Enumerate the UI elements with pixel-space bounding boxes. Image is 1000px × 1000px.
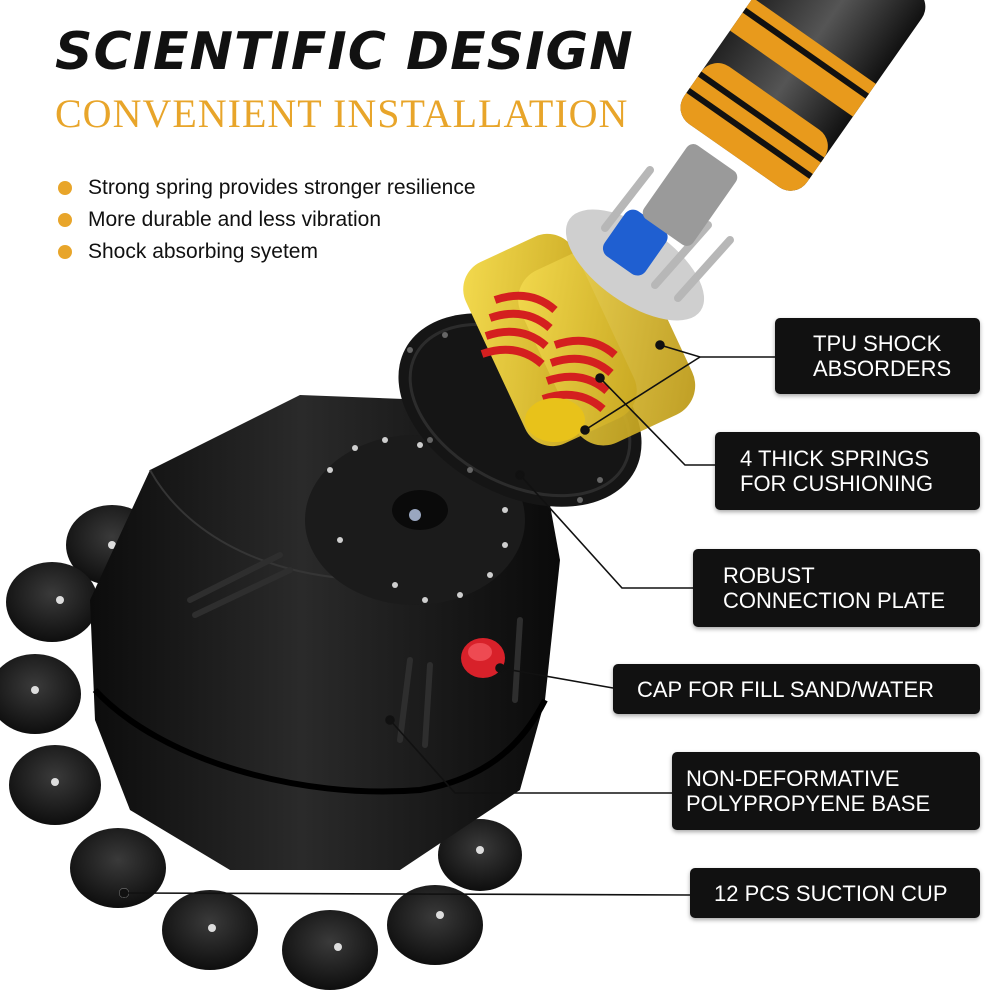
leader-suction <box>119 888 691 898</box>
suction-cup-2 <box>6 562 98 642</box>
callout-text: 12 PCS SUCTION CUP <box>714 880 948 906</box>
feature-text: Strong spring provides stronger resilien… <box>88 176 476 199</box>
pole-assembly <box>565 0 926 321</box>
suction-cup-9 <box>438 819 522 891</box>
suction-cup-4 <box>9 745 101 825</box>
feature-item: Strong spring provides stronger resilien… <box>58 172 476 204</box>
callout-polypropylene-base: NON-DEFORMATIVE POLYPROPYENE BASE <box>672 752 980 830</box>
callout-fill-cap: CAP FOR FILL SAND/WATER <box>613 664 980 714</box>
callout-text: NON-DEFORMATIVE POLYPROPYENE BASE <box>686 766 931 816</box>
feature-text: Shock absorbing syetem <box>88 240 318 263</box>
callout-leader-lines <box>119 340 775 898</box>
callout-tpu-shock-absorbers: TPU SHOCK ABSORDERS <box>775 318 980 394</box>
leader-tpu <box>580 340 775 435</box>
feature-list: Strong spring provides stronger resilien… <box>58 172 476 268</box>
page-subtitle: CONVENIENT INSTALLATION <box>55 91 629 136</box>
bullet-dot-icon <box>58 181 72 195</box>
feature-text: More durable and less vibration <box>88 208 381 231</box>
feature-item: Shock absorbing syetem <box>58 236 476 268</box>
bullet-dot-icon <box>58 213 72 227</box>
callout-connection-plate: ROBUST CONNECTION PLATE <box>693 549 980 627</box>
callout-text: CAP FOR FILL SAND/WATER <box>637 676 935 702</box>
callout-thick-springs: 4 THICK SPRINGS FOR CUSHIONING <box>715 432 980 510</box>
suction-cup-5 <box>70 828 166 908</box>
suction-cup-6 <box>162 890 258 970</box>
feature-item: More durable and less vibration <box>58 204 476 236</box>
leader-springs <box>595 373 715 466</box>
suction-cup-3 <box>0 654 81 734</box>
callout-suction-cups: 12 PCS SUCTION CUP <box>690 868 980 918</box>
suction-cup-7 <box>282 910 378 990</box>
leader-base <box>385 715 672 794</box>
callout-text: 4 THICK SPRINGS FOR CUSHIONING <box>740 446 934 496</box>
page-title: SCIENTIFIC DESIGN <box>55 22 634 82</box>
fill-cap <box>461 638 505 678</box>
springs <box>480 291 618 413</box>
bullet-dot-icon <box>58 245 72 259</box>
leader-cap <box>495 663 614 689</box>
suction-cups <box>0 505 522 990</box>
callout-text: ROBUST CONNECTION PLATE <box>723 563 946 613</box>
callout-text: TPU SHOCK ABSORDERS <box>813 331 952 381</box>
suction-cup-8 <box>387 885 483 965</box>
leader-plate <box>515 470 693 589</box>
